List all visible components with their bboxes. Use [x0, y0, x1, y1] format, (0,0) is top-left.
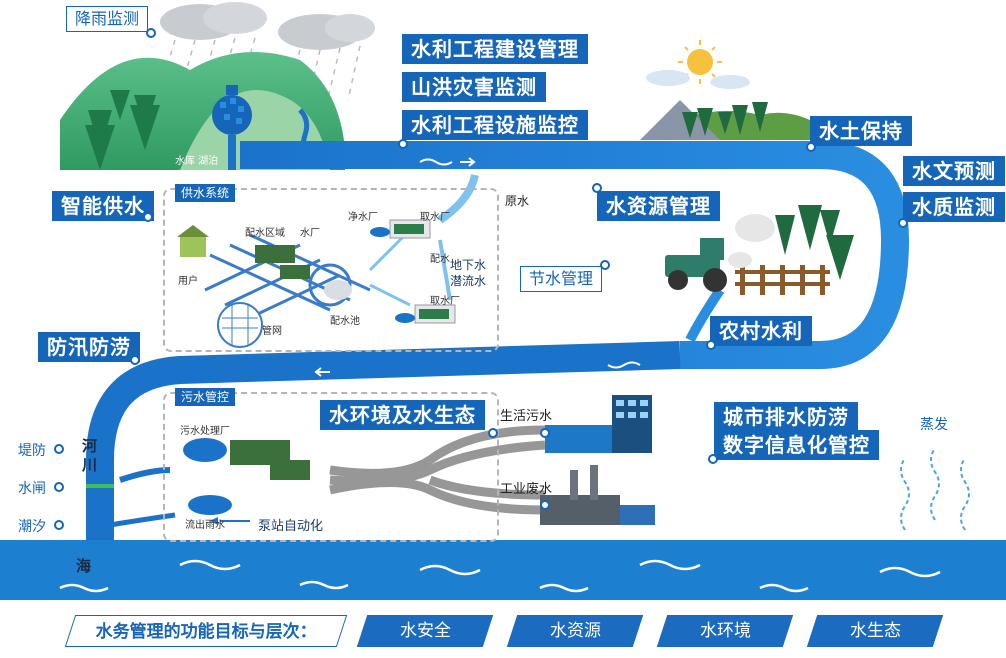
sea-label: 海 [76, 557, 92, 575]
flood-control-dot [130, 355, 140, 365]
goals-heading: 水务管理的功能目标与层次： [64, 615, 348, 647]
mountain-reservoir-scene [60, 52, 345, 170]
urban-drainage-dot [708, 454, 718, 464]
evaporation-icon [900, 447, 970, 531]
urban-drainage-tag-line2: 数字信息化管控 [714, 430, 879, 460]
goal-label: 水资源 [549, 621, 601, 641]
sewage-network-illustration [109, 395, 655, 528]
user-label: 用户 [178, 276, 198, 287]
dike-dot [54, 444, 64, 454]
water-quality-tag: 水质监测 [903, 192, 1005, 222]
water-env-dot [488, 428, 498, 438]
urban-drainage-tag-line1: 城市排水防涝 [714, 402, 858, 432]
clean-plant-label: 净水厂 [348, 212, 378, 223]
dike-label: 堤防 [18, 443, 46, 459]
project-construction-tag: 水利工程建设管理 [402, 34, 588, 64]
intake-plant2-label: 取水厂 [430, 296, 460, 307]
facility-monitor-dot [398, 139, 408, 149]
rain-monitor-dot [146, 28, 156, 38]
distribution-area-label: 配水区域 [245, 228, 285, 239]
goal-label: 水生态 [849, 621, 901, 641]
supply-system-title: 供水系统 [175, 184, 236, 202]
pipe-network-label: 管网 [262, 326, 282, 337]
rural-water-dot [706, 340, 716, 350]
rain-monitor-label: 降雨监测 [66, 6, 149, 32]
water-saving-label: 节水管理 [520, 266, 603, 292]
water-quality-dot [898, 218, 908, 228]
distribution-water-label: 配水 [430, 254, 450, 265]
facility-monitor-tag: 水利工程设施监控 [402, 110, 588, 140]
evaporation-label: 蒸发 [920, 417, 948, 433]
reservoir-label: 水库 湖泊 [175, 156, 219, 167]
rural-water-tag: 农村水利 [710, 316, 812, 346]
sea [0, 540, 1006, 600]
resource-mgmt-dot [592, 183, 602, 193]
sluice-label: 水闸 [18, 481, 46, 497]
distribution-pool-label: 配水池 [330, 316, 360, 327]
smart-supply-tag: 智能供水 [52, 191, 154, 221]
river-path [86, 141, 910, 555]
groundwater-label-line1: 地下水 [450, 258, 487, 272]
sun-icon [646, 40, 750, 89]
pump-automation-label: 泵站自动化 [258, 519, 324, 534]
treatment-plant-label: 污水处理厂 [180, 426, 230, 437]
goal-label: 水环境 [699, 621, 751, 641]
supply-system-box [163, 188, 499, 352]
goal-water-safety: 水安全 [356, 615, 494, 647]
resource-mgmt-tag: 水资源管理 [597, 191, 720, 221]
raw-water-label: 原水 [505, 194, 530, 208]
soil-conservation-tag: 水土保持 [810, 116, 912, 146]
goal-water-ecology: 水生态 [806, 615, 944, 647]
sluice-dot [54, 482, 64, 492]
industrial-waste-label: 工业废水 [500, 482, 553, 497]
soil-conservation-dot [806, 142, 816, 152]
supply-network-illustration [177, 219, 456, 348]
tide-label: 潮汐 [18, 519, 46, 535]
domestic-sewage-dot [540, 428, 550, 438]
hydro-forecast-tag: 水文预测 [903, 156, 1005, 186]
flood-disaster-tag: 山洪灾害监测 [402, 72, 546, 102]
flood-control-tag: 防汛防涝 [38, 332, 140, 362]
intake-plant-label: 取水厂 [420, 212, 450, 223]
domestic-sewage-label: 生活污水 [500, 409, 553, 424]
sewage-control-title: 污水管控 [175, 388, 236, 406]
industrial-waste-dot [540, 500, 550, 510]
forest-hill-scene [640, 100, 840, 140]
sewage-control-box [163, 392, 499, 542]
goal-water-resources: 水资源 [506, 615, 644, 647]
goal-water-environment: 水环境 [656, 615, 794, 647]
water-env-tag: 水环境及水生态 [320, 400, 485, 430]
smart-supply-dot [143, 212, 153, 222]
river-marker [86, 484, 114, 488]
rain-outflow-label: 流出雨水 [185, 520, 225, 531]
water-saving-dot [600, 260, 610, 270]
farm-scene [665, 205, 854, 295]
groundwater-label-line2: 潜流水 [450, 274, 487, 288]
goal-label: 水安全 [399, 621, 451, 641]
tide-dot [54, 520, 64, 530]
water-plant-label: 水厂 [300, 228, 320, 239]
river-label: 河川 [80, 438, 98, 476]
goals-heading-text: 水务管理的功能目标与层次： [95, 622, 317, 642]
rain-cloud-icon [159, 2, 375, 116]
